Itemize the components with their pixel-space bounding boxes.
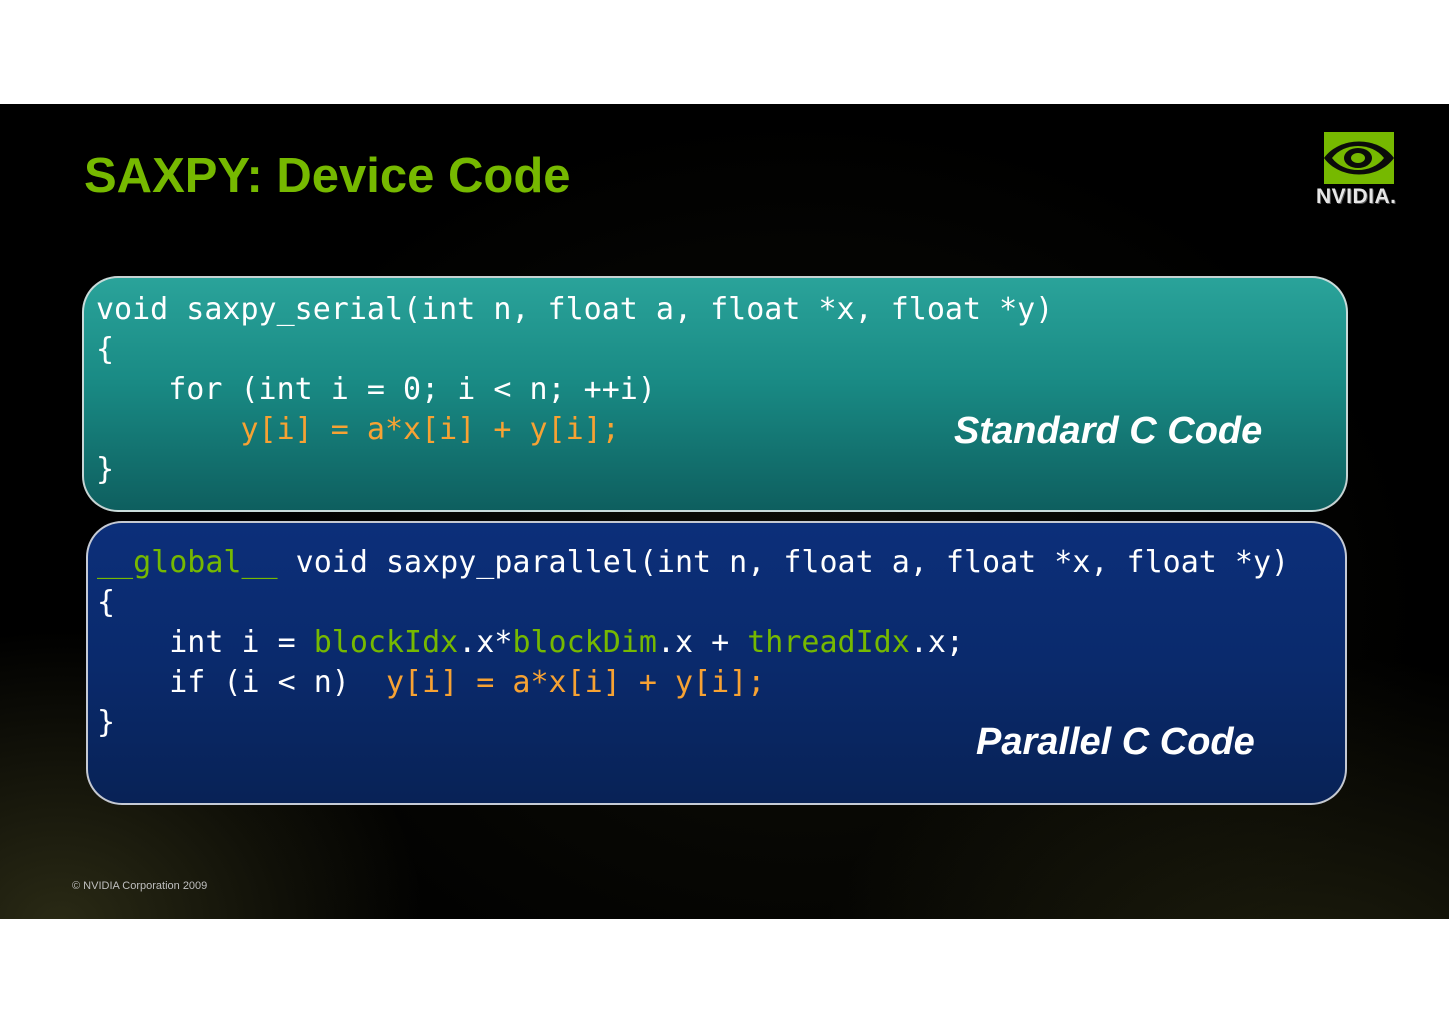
slide: SAXPY: Device Code NVIDIA. void saxpy_se…	[0, 104, 1449, 919]
builtin-blockidx: blockIdx	[313, 625, 459, 660]
parallel-c-code-label: Parallel C Code	[976, 721, 1255, 763]
code-text: int i =	[97, 625, 314, 660]
code-text: if (i < n)	[97, 665, 386, 700]
code-line: void saxpy_serial(int n, float a, float …	[96, 292, 1054, 327]
serial-code: void saxpy_serial(int n, float a, float …	[96, 290, 1053, 490]
code-line: }	[97, 705, 116, 740]
code-indent	[96, 412, 241, 447]
nvidia-logo-text: NVIDIA.	[1316, 185, 1397, 208]
code-text: .x*	[458, 625, 513, 660]
code-statement: y[i] = a*x[i] + y[i];	[240, 412, 620, 447]
parallel-code: __global__ void saxpy_parallel(int n, fl…	[97, 543, 1289, 743]
builtin-threadidx: threadIdx	[747, 625, 910, 660]
code-signature: void saxpy_parallel(int n, float a, floa…	[277, 545, 1290, 580]
code-text: .x +	[656, 625, 748, 660]
slide-title: SAXPY: Device Code	[84, 149, 571, 203]
copyright-notice: © NVIDIA Corporation 2009	[72, 880, 208, 892]
code-line: {	[97, 585, 116, 620]
code-text: .x;	[909, 625, 964, 660]
standard-c-code-label: Standard C Code	[954, 410, 1263, 452]
code-statement: y[i] = a*x[i] + y[i];	[385, 665, 766, 700]
nvidia-logo: NVIDIA.	[1310, 132, 1422, 216]
builtin-blockdim: blockDim	[512, 625, 657, 660]
global-qualifier: __global__	[97, 545, 278, 580]
code-line: {	[96, 332, 115, 367]
serial-code-box: void saxpy_serial(int n, float a, float …	[82, 276, 1348, 512]
code-line: for (int i = 0; i < n; ++i)	[96, 372, 656, 407]
code-line: }	[96, 452, 115, 487]
nvidia-eye-logo-icon	[1310, 132, 1422, 186]
parallel-code-box: __global__ void saxpy_parallel(int n, fl…	[86, 521, 1347, 805]
